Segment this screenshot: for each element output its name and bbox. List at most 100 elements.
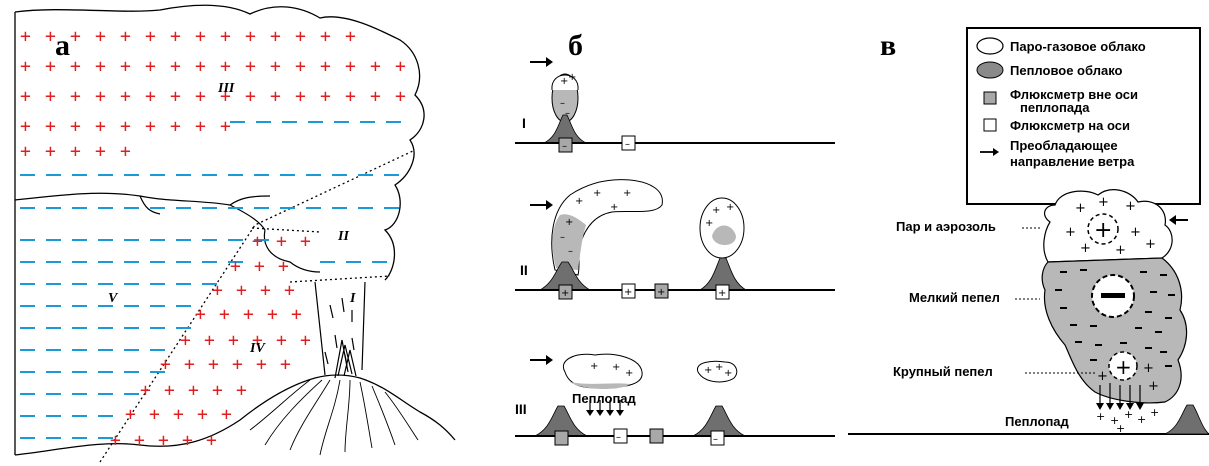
panel-a-volcano-slope-lines bbox=[250, 380, 418, 455]
positive-charge-symbol: + bbox=[345, 86, 356, 107]
panel-c-ashfall-label: Пеплопад bbox=[1005, 414, 1070, 429]
positive-charge-symbol: + bbox=[236, 280, 247, 301]
positive-charge-symbol: + bbox=[20, 26, 31, 47]
positive-charge-symbol: + bbox=[208, 354, 219, 375]
positive-charge-symbol: + bbox=[220, 116, 231, 137]
panel-b-ashfall-label: Пеплопад bbox=[572, 391, 637, 406]
svg-text:+: + bbox=[724, 368, 732, 379]
zone-i-label: I bbox=[349, 291, 356, 306]
svg-text:+: + bbox=[624, 287, 632, 298]
positive-charge-symbol: + bbox=[260, 280, 271, 301]
svg-text:направление ветра: направление ветра bbox=[1010, 154, 1135, 169]
positive-charge-symbol: + bbox=[170, 86, 181, 107]
positive-charge-symbol: + bbox=[45, 141, 56, 162]
fluxmeter-on-axis-symbol bbox=[984, 119, 996, 131]
positive-charge-symbol: + bbox=[300, 330, 311, 351]
svg-text:+: + bbox=[1065, 225, 1076, 240]
zone-iv-label: IV bbox=[249, 341, 266, 356]
positive-charge-symbol: + bbox=[110, 430, 121, 451]
positive-charge-symbol: + bbox=[245, 26, 256, 47]
svg-text:+: + bbox=[1115, 355, 1132, 379]
panel-b-label: б bbox=[568, 29, 583, 62]
positive-charge-symbol: + bbox=[212, 380, 223, 401]
positive-charge-symbol: + bbox=[230, 256, 241, 277]
positive-charge-symbol: + bbox=[276, 231, 287, 252]
positive-charge-symbol: + bbox=[278, 256, 289, 277]
positive-charge-symbol: + bbox=[206, 430, 217, 451]
positive-charge-symbol: + bbox=[145, 86, 156, 107]
svg-text:+: + bbox=[625, 368, 633, 379]
positive-charge-symbol: + bbox=[145, 26, 156, 47]
positive-charge-symbol: + bbox=[195, 26, 206, 47]
panel-b-row-2: + + + + + – – + + + + + + + II bbox=[515, 180, 835, 299]
svg-text:Паро-газовое облако: Паро-газовое облако bbox=[1010, 39, 1146, 54]
svg-text:+: + bbox=[561, 288, 569, 299]
svg-text:+: + bbox=[565, 217, 573, 228]
panel-a-eruption-column bbox=[315, 282, 365, 375]
panel-a-inner-lobes bbox=[15, 193, 320, 272]
positive-charge-symbol: + bbox=[188, 380, 199, 401]
positive-charge-symbol: + bbox=[370, 86, 381, 107]
svg-text:+: + bbox=[1080, 241, 1091, 256]
positive-charge-symbol: + bbox=[95, 26, 106, 47]
legend: Паро-газовое облако Пепловое облако Флюк… bbox=[967, 28, 1200, 204]
panel-a: + + + + + + + + + + + + + + + + + + + + + + + + + + + + + + + + + + + + + + + +… bbox=[15, 5, 455, 462]
positive-charge-symbol: + bbox=[320, 26, 331, 47]
svg-text:+: + bbox=[705, 218, 713, 229]
svg-text:+: + bbox=[1148, 379, 1159, 394]
panel-a-positive-charges-top: ++++++++++++++++++++++++++++++++++++++++… bbox=[20, 26, 406, 162]
positive-charge-symbol: + bbox=[95, 56, 106, 77]
svg-text:+: + bbox=[575, 196, 583, 207]
svg-text:+: + bbox=[1098, 195, 1109, 210]
positive-charge-symbol: + bbox=[220, 26, 231, 47]
positive-charge-symbol: + bbox=[70, 116, 81, 137]
svg-text:Преобладающее: Преобладающее bbox=[1010, 138, 1118, 153]
positive-charge-symbol: + bbox=[134, 430, 145, 451]
positive-charge-symbol: + bbox=[158, 430, 169, 451]
svg-text:+: + bbox=[715, 362, 723, 373]
positive-charge-symbol: + bbox=[254, 256, 265, 277]
svg-text:–: – bbox=[713, 434, 718, 445]
steam-aerosol-label: Пар и аэрозоль bbox=[896, 219, 996, 234]
svg-text:–: – bbox=[616, 432, 621, 443]
svg-text:+: + bbox=[1125, 199, 1136, 214]
svg-text:+: + bbox=[568, 72, 576, 83]
row-ii-label: II bbox=[520, 262, 528, 278]
legend-box bbox=[967, 28, 1200, 204]
positive-charge-symbol: + bbox=[232, 354, 243, 375]
positive-charge-symbol: + bbox=[184, 354, 195, 375]
positive-charge-symbol: + bbox=[170, 116, 181, 137]
positive-charge-symbol: + bbox=[120, 56, 131, 77]
positive-charge-symbol: + bbox=[236, 380, 247, 401]
positive-charge-symbol: + bbox=[267, 304, 278, 325]
positive-charge-symbol: + bbox=[120, 26, 131, 47]
positive-charge-symbol: + bbox=[395, 56, 406, 77]
fluxmeter-off-axis-symbol bbox=[984, 92, 996, 104]
positive-charge-symbol: + bbox=[180, 330, 191, 351]
positive-charge-symbol: + bbox=[20, 56, 31, 77]
positive-charge-symbol: + bbox=[95, 116, 106, 137]
positive-charge-symbol: + bbox=[280, 354, 291, 375]
svg-text:+: + bbox=[1145, 237, 1156, 252]
positive-charge-symbol: + bbox=[20, 141, 31, 162]
svg-text:+: + bbox=[704, 365, 712, 376]
positive-charge-symbol: + bbox=[243, 304, 254, 325]
panel-b: б + + – – – – I + + + + bbox=[515, 29, 835, 445]
positive-charge-symbol: + bbox=[20, 86, 31, 107]
positive-charge-symbol: + bbox=[20, 116, 31, 137]
row-i-label: I bbox=[522, 115, 526, 131]
positive-charge-symbol: + bbox=[295, 86, 306, 107]
positive-charge-symbol: + bbox=[345, 56, 356, 77]
zone-iii-label: III bbox=[217, 81, 235, 96]
panel-a-negative-charges bbox=[20, 122, 401, 438]
svg-text:Флюксметр на оси: Флюксметр на оси bbox=[1010, 118, 1130, 133]
panel-a-positive-charges-iv: ++++++++++++++++++++++++++++++++++++++++… bbox=[110, 231, 311, 451]
positive-charge-symbol: + bbox=[170, 56, 181, 77]
panel-c-label: в bbox=[880, 29, 896, 62]
svg-text:+: + bbox=[1124, 408, 1133, 421]
positive-charge-symbol: + bbox=[284, 280, 295, 301]
zone-v-label: V bbox=[108, 291, 119, 306]
positive-charge-symbol: + bbox=[219, 304, 230, 325]
svg-text:+: + bbox=[1094, 218, 1112, 243]
positive-charge-symbol: + bbox=[149, 404, 160, 425]
